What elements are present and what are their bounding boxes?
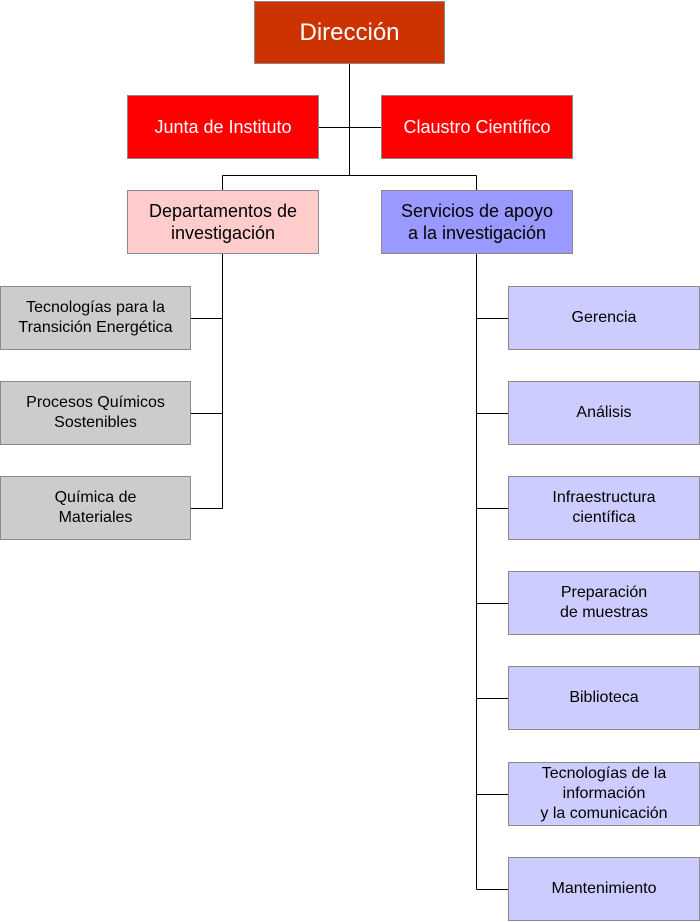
serv-biblioteca-box: Biblioteca (508, 666, 700, 730)
dept-item-label: Procesos Químicos Sostenibles (26, 394, 165, 431)
dept-quimica-materiales-box: Química de Materiales (0, 476, 191, 540)
serv-item-label: Mantenimiento (551, 880, 657, 897)
departamentos-box: Departamentos de investigación (127, 190, 319, 254)
servicios-box: Servicios de apoyo a la investigación (381, 190, 573, 254)
claustro-cientifico-label: Claustro Científico (403, 116, 551, 137)
serv-item-label: Análisis (576, 404, 632, 421)
serv-item-label: Tecnologías de la información y la comun… (540, 765, 668, 822)
dept-transicion-energetica-box: Tecnologías para la Transición Energétic… (0, 286, 191, 350)
serv-tic-box: Tecnologías de la información y la comun… (508, 762, 700, 826)
serv-analisis-box: Análisis (508, 381, 700, 445)
serv-gerencia-box: Gerencia (508, 286, 700, 350)
servicios-label: Servicios de apoyo a la investigación (400, 201, 554, 243)
serv-item-label: Preparación de muestras (559, 584, 649, 621)
departamentos-label: Departamentos de investigación (148, 201, 298, 243)
direccion-box: Dirección (254, 1, 445, 64)
serv-item-label: Infraestructura científica (552, 489, 656, 526)
claustro-cientifico-box: Claustro Científico (381, 95, 573, 159)
serv-preparacion-muestras-box: Preparación de muestras (508, 571, 700, 635)
dept-item-label: Tecnologías para la Transición Energétic… (18, 299, 173, 336)
serv-infraestructura-box: Infraestructura científica (508, 476, 700, 540)
serv-item-label: Gerencia (571, 309, 637, 326)
junta-instituto-box: Junta de Instituto (127, 95, 319, 159)
dept-procesos-quimicos-box: Procesos Químicos Sostenibles (0, 381, 191, 445)
dept-item-label: Química de Materiales (54, 489, 137, 526)
direccion-label: Dirección (299, 18, 400, 46)
serv-item-label: Biblioteca (569, 689, 639, 706)
junta-instituto-label: Junta de Instituto (154, 116, 292, 137)
serv-mantenimiento-box: Mantenimiento (508, 857, 700, 921)
